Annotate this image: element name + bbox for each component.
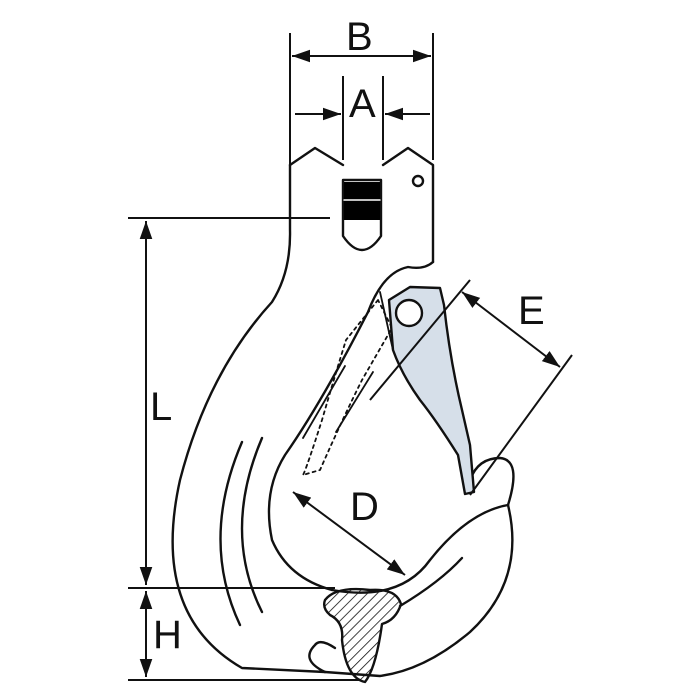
shade-arc-3 — [398, 556, 464, 608]
label-l: L — [150, 385, 172, 429]
shade-arc-2 — [240, 436, 264, 614]
hook-outer-outline — [171, 163, 327, 674]
latch-open-ghost — [302, 299, 393, 476]
label-d: D — [350, 485, 379, 529]
label-b: B — [346, 15, 373, 59]
latch-closed — [387, 285, 476, 496]
small-hole — [411, 174, 425, 188]
pin-slot — [341, 178, 383, 252]
hook-tip-outline — [468, 456, 515, 507]
hook-throat-outline — [267, 260, 510, 594]
label-a: A — [349, 82, 376, 126]
shade-arc-1 — [219, 440, 244, 627]
dim-line-e — [461, 291, 561, 368]
hook-cross-section — [322, 587, 403, 684]
hook-bottom-curl — [308, 640, 337, 674]
hook-bottom-outline — [323, 503, 514, 678]
latch-pivot — [394, 298, 424, 328]
pin-dark — [344, 182, 380, 220]
label-e: E — [518, 289, 545, 333]
dim-line-d — [292, 491, 406, 576]
clevis-head — [288, 146, 435, 264]
label-h: H — [153, 613, 182, 657]
